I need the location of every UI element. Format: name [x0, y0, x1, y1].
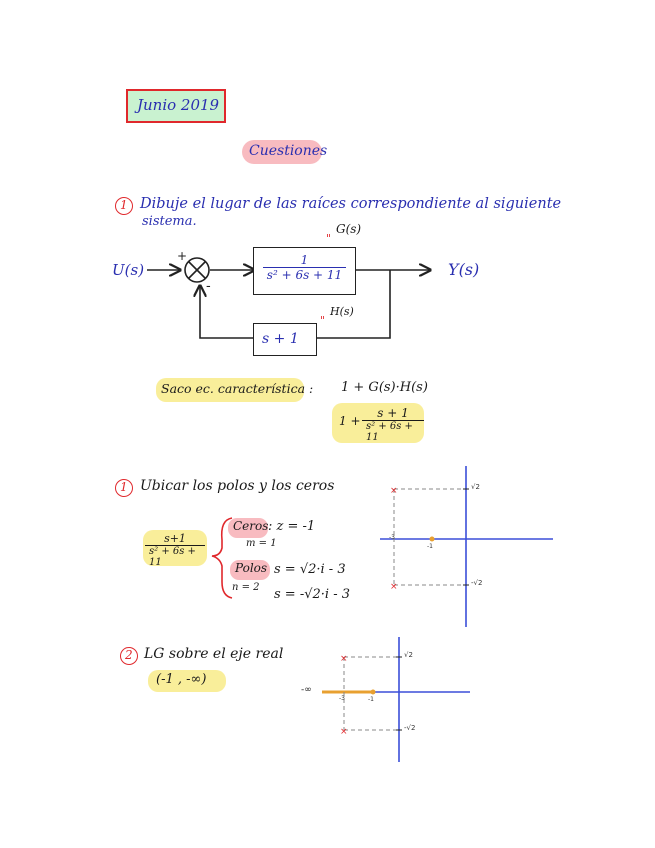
- step1-number-circle: 1: [115, 479, 133, 497]
- step1-tf-num: s+1: [164, 532, 186, 545]
- q1-number: 1: [120, 198, 128, 212]
- h-block-text: s + 1: [262, 331, 299, 347]
- g-ditto: ": [326, 232, 332, 245]
- input-label: U(s): [112, 261, 145, 279]
- g-numerator: 1: [300, 253, 309, 267]
- title-box: Junio 2019: [126, 89, 226, 123]
- h-label: H(s): [330, 305, 354, 318]
- title-text: Junio 2019: [137, 96, 220, 114]
- section-text: Cuestiones: [249, 143, 328, 159]
- step1-axis-pole-real: -3: [389, 534, 395, 541]
- char-eq-num: s + 1: [377, 406, 409, 420]
- poles-label: Polos: [235, 561, 268, 575]
- char-eq-den: s² + 6s + 11: [362, 420, 424, 443]
- char-eq-label: Saco ec. característica :: [161, 381, 314, 396]
- n-label: n = 2: [232, 582, 260, 593]
- step1-tf-den: s² + 6s + 11: [145, 545, 205, 568]
- pole2: s = -√2·i - 3: [274, 587, 350, 602]
- svg-text:×: ×: [340, 654, 348, 664]
- zeros-label-highlight: Ceros: [228, 518, 268, 538]
- svg-text:×: ×: [390, 486, 398, 496]
- step2-axis-pole-real: -3: [339, 695, 345, 702]
- h-block: s + 1: [253, 323, 317, 356]
- zeros-label: Ceros: [233, 519, 269, 533]
- step1-axis-upper: √2: [471, 483, 480, 491]
- h-ditto: ": [320, 314, 326, 327]
- pole1: s = √2·i - 3: [274, 562, 346, 577]
- step2-number: 2: [125, 648, 133, 662]
- step1-axis-zero: -1: [427, 543, 433, 550]
- step2-interval: (-1 , -∞): [156, 672, 207, 687]
- step1-axis-lower: -√2: [471, 579, 483, 587]
- q1-text-line1: Dibuje el lugar de las raíces correspond…: [140, 196, 562, 212]
- plus-sign: +: [177, 249, 188, 263]
- svg-text:×: ×: [390, 582, 398, 592]
- step1-tf-highlight: s+1 s² + 6s + 11: [143, 530, 207, 568]
- zeros-value: : z = -1: [268, 519, 316, 534]
- step2-interval-highlight: (-1 , -∞): [148, 670, 226, 692]
- step1-text: Ubicar los polos y los ceros: [140, 478, 335, 494]
- svg-text:×: ×: [340, 727, 348, 737]
- q1-text-line2: sistema.: [142, 214, 197, 229]
- step2-axis-zero: -1: [368, 696, 374, 703]
- char-eq-highlight: Saco ec. característica :: [156, 378, 313, 402]
- output-label: Y(s): [448, 260, 480, 279]
- g-block: 1 s² + 6s + 11: [253, 247, 356, 295]
- step2-text: LG sobre el eje real: [144, 646, 284, 662]
- step2-axis-upper: √2: [404, 651, 413, 659]
- minus-sign: -: [206, 279, 211, 294]
- section-heading: Cuestiones: [242, 140, 327, 164]
- m-label: m = 1: [246, 538, 277, 549]
- char-eq-expr: 1 + G(s)·H(s): [341, 380, 428, 395]
- step2-neg-inf: -∞: [301, 685, 312, 695]
- g-denominator: s² + 6s + 11: [262, 267, 347, 282]
- g-label: G(s): [336, 222, 362, 236]
- q1-number-circle: 1: [115, 197, 133, 215]
- step1-number: 1: [120, 480, 128, 494]
- step2-axis-lower: -√2: [404, 724, 416, 732]
- char-eq-fraction-highlight: 1 + s + 1 s² + 6s + 11: [332, 403, 424, 443]
- poles-label-highlight: Polos: [230, 560, 270, 580]
- step2-number-circle: 2: [120, 647, 138, 665]
- char-eq-prefix: 1 +: [339, 414, 361, 428]
